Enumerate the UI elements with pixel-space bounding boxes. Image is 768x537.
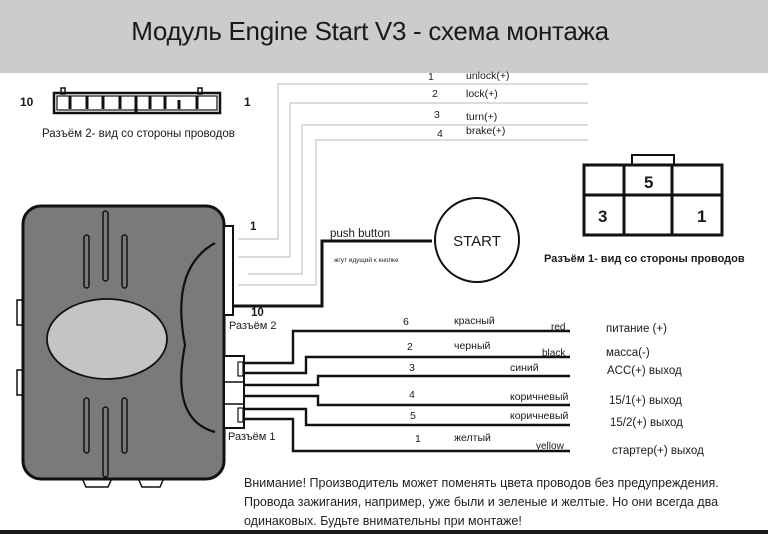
connector-2-pins	[68, 96, 199, 112]
page-title: Модуль Engine Start V3 - схема монтажа	[131, 16, 609, 46]
connector-2-outline	[52, 91, 222, 115]
start-button-label: START	[453, 233, 501, 250]
connector-1-pin-3: 3	[598, 207, 607, 226]
connector-2-latch-left	[60, 87, 66, 95]
module-connector-2-pin-1: 1	[250, 221, 257, 233]
title-banner	[0, 0, 768, 73]
installation-warning: Внимание! Производитель может поменять ц…	[244, 474, 764, 531]
wire-brown-1	[245, 394, 570, 407]
module-connector-1-latch	[237, 361, 244, 377]
connector-1-latch	[631, 154, 675, 166]
module-side-curve	[180, 242, 216, 434]
connector-2-pin-left-label: 10	[20, 95, 34, 109]
wire-red	[245, 329, 570, 365]
wire-color-ru: желтый	[454, 432, 491, 444]
wire-function: стартер(+) выход	[612, 445, 704, 457]
connector-1-wire-labels: 6 красный red питание (+) 2 черный black…	[403, 315, 704, 457]
module-window	[46, 298, 168, 380]
connector-2-diagram: 10 1 Разъём 2- вид со стороны проводов	[20, 87, 251, 140]
wire-color-ru: коричневый	[510, 391, 568, 403]
module-connector-2-pin-10: 10	[251, 307, 264, 319]
connector-2-wire-bundle	[238, 83, 588, 286]
wire-unlock	[238, 83, 588, 240]
connector-2-wire-labels: 1 unlock(+) 2 lock(+) 3 turn(+) 4 brake(…	[428, 70, 509, 140]
wire-signal-label: brake(+)	[466, 125, 505, 137]
wire-color-ru: красный	[454, 315, 495, 327]
warning-line: одинаковых. Будьте внимательны при монта…	[244, 514, 522, 528]
engine-start-module: 1 10 Разъём 2 Разъём 1	[16, 204, 277, 488]
module-connector-1-label: Разъём 1	[228, 431, 276, 443]
wire-pin-label: 2	[407, 341, 413, 353]
connector-1-pin-1: 1	[697, 207, 706, 226]
wire-color-ru: синий	[510, 362, 539, 374]
wire-color-en: red	[551, 322, 565, 333]
wire-brake	[238, 139, 588, 286]
wire-color-en: black	[542, 348, 566, 359]
wire-function: масса(-)	[606, 347, 650, 359]
wire-pin-label: 1	[428, 71, 434, 83]
module-connector-2-label: Разъём 2	[229, 320, 277, 332]
connector-2-latch-right	[197, 87, 203, 95]
wire-function: 15/2(+) выход	[610, 417, 683, 429]
wire-blue	[245, 374, 570, 387]
module-connector-2-socket	[223, 225, 234, 316]
start-button	[434, 197, 520, 283]
wire-pin-label: 5	[410, 410, 416, 422]
wire-function: питание (+)	[606, 323, 667, 335]
wire-pin-label: 1	[415, 433, 421, 445]
wire-pin-label: 2	[432, 88, 438, 100]
push-button-note: жгут идущий к кнопке	[334, 256, 399, 264]
connector-1-caption: Разъём 1- вид со стороны проводов	[544, 253, 745, 265]
connector-2-caption: Разъём 2- вид со стороны проводов	[42, 128, 235, 140]
wire-color-en: yellow	[536, 441, 565, 452]
warning-line: Внимание! Производитель может поменять ц…	[244, 476, 719, 490]
wire-lock	[238, 102, 588, 258]
wire-function: ACC(+) выход	[607, 365, 682, 377]
connector-1-diagram: 5 3 1 Разъём 1- вид со стороны проводов	[544, 154, 745, 265]
wire-function: 15/1(+) выход	[609, 395, 682, 407]
wire-black	[245, 355, 570, 375]
wire-pin-label: 3	[434, 109, 440, 121]
wire-color-ru: коричневый	[510, 410, 568, 422]
connector-1-pin-5: 5	[644, 173, 653, 192]
wire-pin-label: 3	[409, 362, 415, 374]
bottom-divider	[0, 530, 768, 534]
push-button-wire	[233, 239, 432, 308]
wire-yellow	[245, 417, 570, 453]
push-button-label: push button	[330, 228, 390, 240]
wire-turn	[248, 124, 588, 275]
connector-2-pin-right-label: 1	[244, 95, 251, 109]
wire-signal-label: turn(+)	[466, 111, 497, 123]
wire-pin-label: 6	[403, 316, 409, 328]
module-vents	[83, 210, 128, 478]
warning-line: Провода зажигания, например, уже были и …	[244, 495, 719, 509]
wire-color-ru: черный	[454, 340, 490, 352]
wire-brown-2	[245, 407, 570, 427]
wire-pin-label: 4	[437, 128, 443, 140]
module-connector-1-latch	[237, 407, 244, 423]
connector-1-wire-bundle	[245, 329, 570, 453]
wire-signal-label: unlock(+)	[466, 70, 509, 82]
wire-pin-label: 4	[409, 389, 415, 401]
wire-signal-label: lock(+)	[466, 88, 498, 100]
